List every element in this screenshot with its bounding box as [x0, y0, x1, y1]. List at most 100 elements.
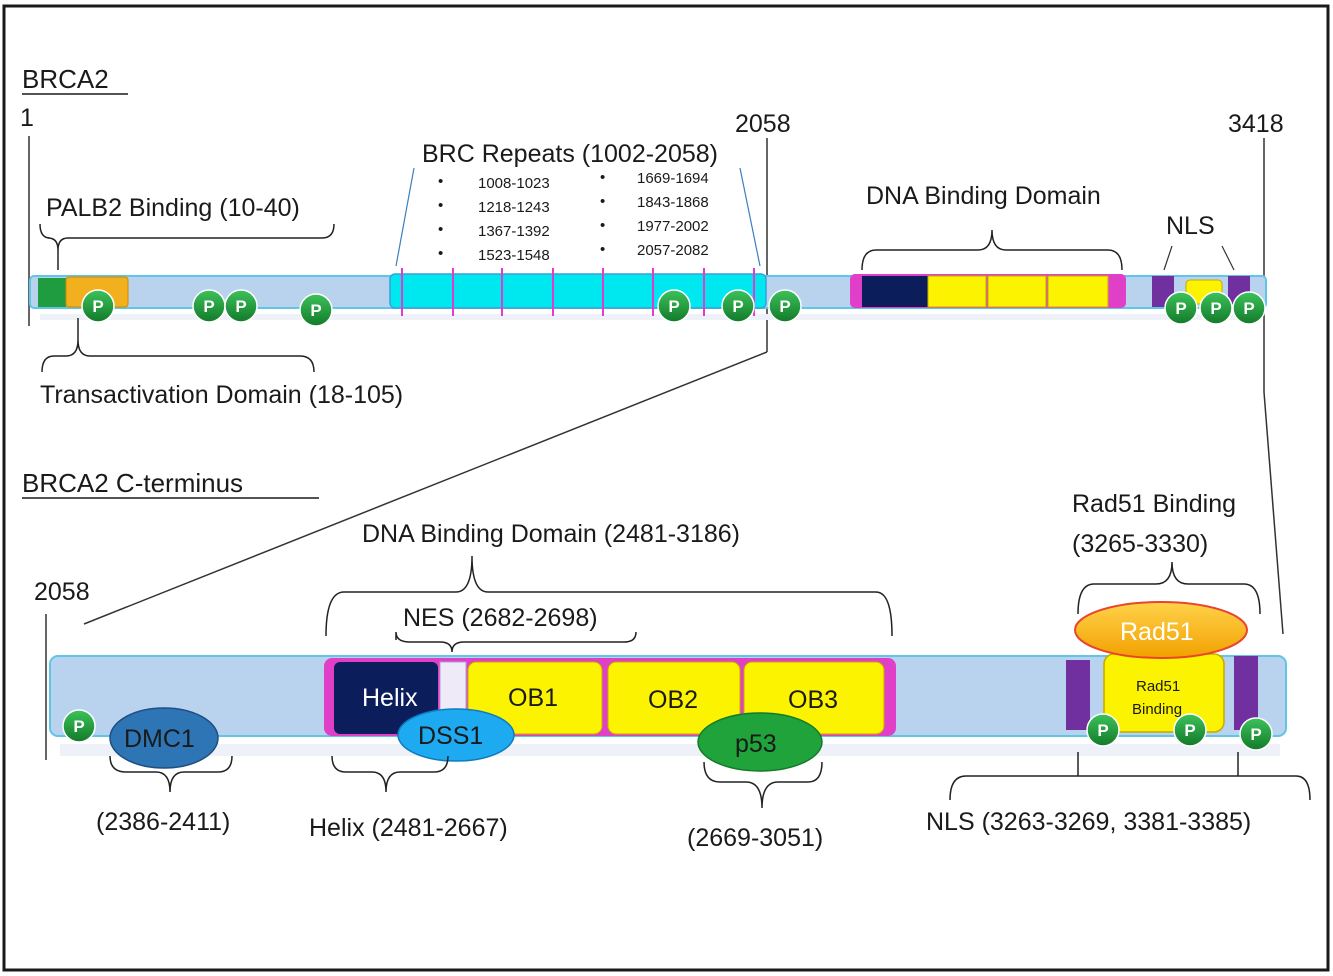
phospho-site: P [1164, 291, 1198, 325]
bottom-helix-block [334, 662, 438, 734]
top-dbd-helix [862, 276, 928, 307]
bottom-nls-block-left [1066, 660, 1090, 730]
palb2-block [38, 278, 66, 307]
brc-zoom-right [739, 167, 761, 267]
helix-label: Helix [362, 684, 418, 712]
brc-range: 1843-1868 [637, 194, 709, 211]
bottom-dbd-brace [325, 555, 893, 637]
p53-label: p53 [735, 730, 777, 758]
top-nls-line-right [1221, 245, 1235, 271]
ob3-label: OB3 [788, 686, 838, 714]
top-dbd-label: DNA Binding Domain [866, 182, 1101, 210]
top-nls-label: NLS [1166, 212, 1215, 240]
p53-brace [703, 761, 823, 809]
phospho-site: P [192, 289, 226, 323]
brc-range: 1669-1694 [637, 170, 709, 187]
top-dbd-ob1 [927, 275, 987, 308]
brc-bullet: • [600, 217, 605, 234]
rad51-binding-label: Rad51 Binding [1072, 490, 1236, 518]
top-track-shadow [40, 314, 1260, 320]
helix-range: Helix (2481-2667) [309, 814, 508, 842]
phospho-site: P [81, 289, 115, 323]
rad51-ellipse [1074, 601, 1248, 659]
transactivation-label: Transactivation Domain (18-105) [40, 381, 403, 409]
phospho-site: P [1232, 291, 1266, 325]
dmc1-brace [109, 755, 233, 793]
phospho-site: P [1239, 717, 1273, 751]
brc-dividers [401, 268, 755, 316]
dmc1-label: DMC1 [124, 725, 195, 753]
nes-brace [395, 631, 637, 653]
top-dbd-ob2 [987, 275, 1047, 308]
p53-ellipse [697, 712, 823, 772]
bottom-title: BRCA2 C-terminus [22, 468, 243, 498]
brc-label: BRC Repeats (1002-2058) [422, 140, 718, 168]
brc-repeats-block [389, 273, 767, 309]
brc-range: 1218-1243 [478, 199, 550, 216]
phospho-symbol: P [310, 301, 321, 320]
phospho-symbol: P [73, 717, 84, 736]
brc-range: 1523-1548 [478, 247, 550, 264]
brc-range: 1367-1392 [478, 223, 550, 240]
phospho-site: P [721, 289, 755, 323]
phospho-site: P [768, 289, 802, 323]
rad51-binding-text-1: Rad51 [1136, 678, 1180, 695]
brc-bullet: • [600, 241, 605, 258]
phospho-site: P [1199, 291, 1233, 325]
rad51-binding-text-2: Binding [1132, 701, 1182, 718]
ob2-label: OB2 [648, 686, 698, 714]
top-pos-end: 3418 [1228, 110, 1284, 138]
figure-frame [2, 4, 1330, 972]
p53-range: (2669-3051) [687, 824, 823, 852]
dmc1-range: (2386-2411) [96, 808, 230, 836]
phospho-symbol: P [1097, 721, 1108, 740]
rad51-phospho-sites: P P P [1086, 713, 1273, 751]
phospho-symbol: P [1175, 299, 1186, 318]
dss1-label: DSS1 [418, 722, 483, 750]
dmc1-ellipse [109, 707, 219, 769]
top-title: BRCA2 [22, 64, 109, 94]
brc-bullet: • [600, 169, 605, 186]
brc-ranges-left: • • • • 1008-1023 1218-1243 1367-1392 15… [438, 173, 550, 264]
ob2-block [607, 661, 741, 735]
top-phospho-sites: P P P P P P P P P P [81, 289, 1266, 327]
bottom-phospho-sites: P [62, 709, 96, 743]
phospho-symbol: P [203, 297, 214, 316]
top-pos-mid: 2058 [735, 110, 791, 138]
bottom-track-shadow [60, 744, 1280, 756]
phospho-symbol: P [92, 297, 103, 316]
nes-label: NES (2682-2698) [403, 604, 598, 632]
dss1-ellipse [397, 708, 515, 762]
top-dbd-ob3 [1047, 275, 1109, 308]
brc-bullet: • [438, 221, 443, 238]
phospho-symbol: P [1250, 725, 1261, 744]
top-dbd-brace [861, 229, 1123, 271]
phospho-symbol: P [1210, 299, 1221, 318]
phospho-symbol: P [668, 297, 679, 316]
top-pos-start: 1 [20, 104, 34, 132]
brc-range: 2057-2082 [637, 242, 709, 259]
bottom-pos-start: 2058 [34, 578, 90, 606]
brc-bullet: • [600, 193, 605, 210]
phospho-site: P [1086, 713, 1120, 747]
bottom-dbd-label: DNA Binding Domain (2481-3186) [362, 520, 740, 548]
zoom-line-left [83, 351, 768, 625]
helix-brace [331, 755, 449, 793]
rad51-label: Rad51 [1120, 618, 1194, 646]
phospho-symbol: P [235, 297, 246, 316]
phospho-symbol: P [779, 297, 790, 316]
phospho-site: P [224, 289, 258, 323]
brc-ranges-right: • • • • 1669-1694 1843-1868 1977-2002 20… [600, 169, 709, 259]
nls-brace [949, 775, 1311, 801]
brc-bullet: • [438, 173, 443, 190]
rad51-binding-range: (3265-3330) [1072, 530, 1208, 558]
phospho-symbol: P [732, 297, 743, 316]
nls-range: NLS (3263-3269, 3381-3385) [926, 808, 1251, 836]
brc-bullet: • [438, 245, 443, 262]
phospho-site: P [1173, 713, 1207, 747]
ob1-block [467, 661, 603, 735]
zoom-line-right [1263, 391, 1284, 635]
top-nls-line-left [1163, 245, 1173, 271]
brc-zoom-left [395, 167, 415, 267]
